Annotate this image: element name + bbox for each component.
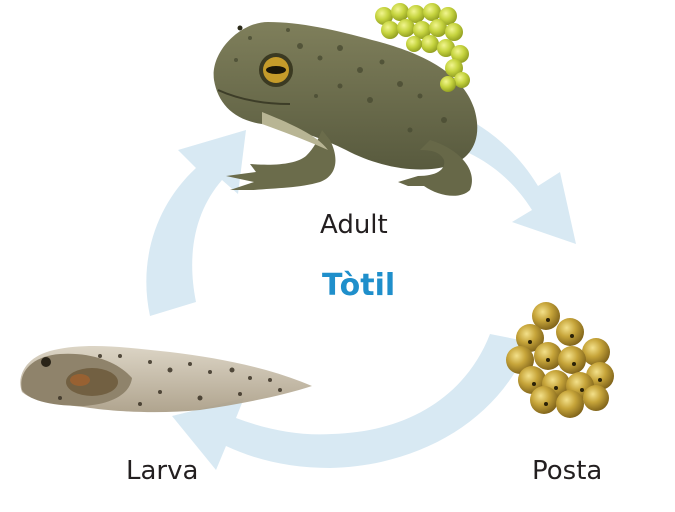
stage-label-posta: Posta (532, 456, 603, 486)
toad-egg-strand (375, 3, 470, 92)
stage-label-adult: Adult (320, 210, 388, 240)
arrow-posta-to-larva (172, 334, 530, 470)
stage-label-larva: Larva (126, 456, 199, 486)
tadpole-illustration (20, 346, 312, 413)
diagram-title: Tòtil (322, 268, 396, 303)
egg-clutch-illustration (506, 302, 614, 418)
arrow-larva-to-adult (146, 130, 246, 316)
toad-illustration (213, 3, 478, 196)
